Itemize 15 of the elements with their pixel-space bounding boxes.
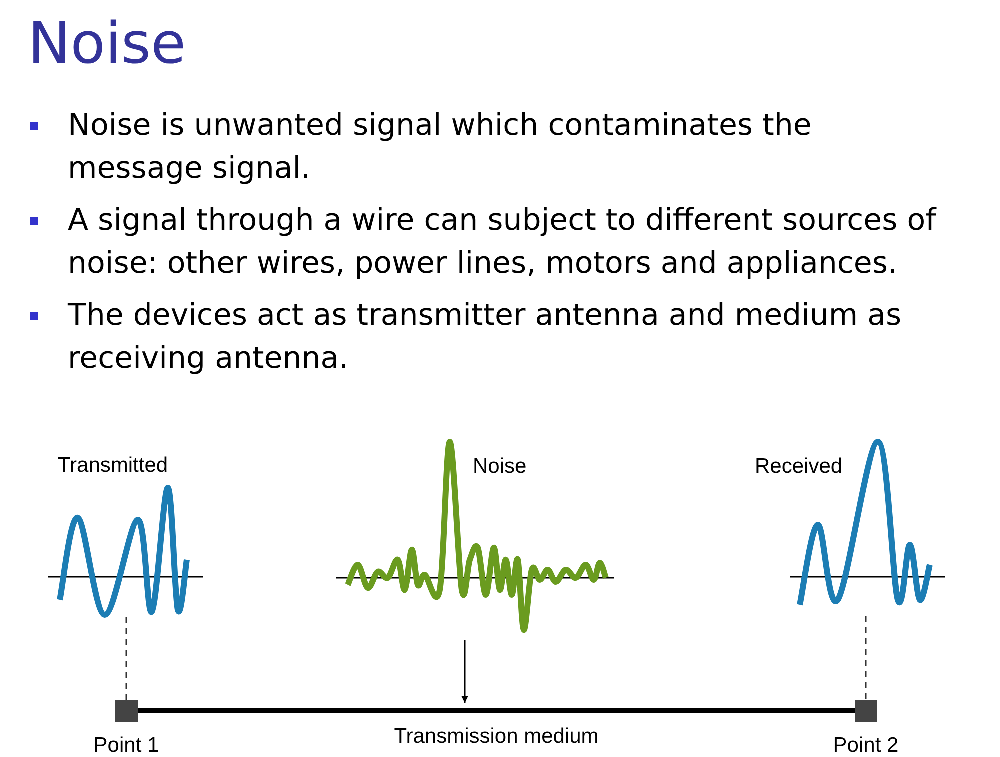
point-label: Point 2 <box>833 734 899 757</box>
connector-line <box>138 708 855 714</box>
endpoint-square <box>855 700 877 722</box>
bullet-text: A signal through a wire can subject to different sources of noise: other wires, power lines, motors and appliances. <box>68 202 938 283</box>
waveform-label: Transmitted <box>58 454 168 478</box>
arrow <box>462 640 468 703</box>
slide-title: Noise <box>28 16 186 73</box>
dashed-line <box>126 617 128 700</box>
bullet-text: Noise is unwanted signal which contaminates the message signal. <box>68 107 813 188</box>
endpoint-square <box>115 700 138 722</box>
bullet-text: The devices act as transmitter antenna and medium as receiving antenna. <box>68 297 903 378</box>
dashed-line <box>865 616 867 700</box>
point-label: Point 1 <box>94 734 160 757</box>
waveform-label: Received <box>755 455 843 479</box>
waveform-label: Noise <box>473 455 527 479</box>
